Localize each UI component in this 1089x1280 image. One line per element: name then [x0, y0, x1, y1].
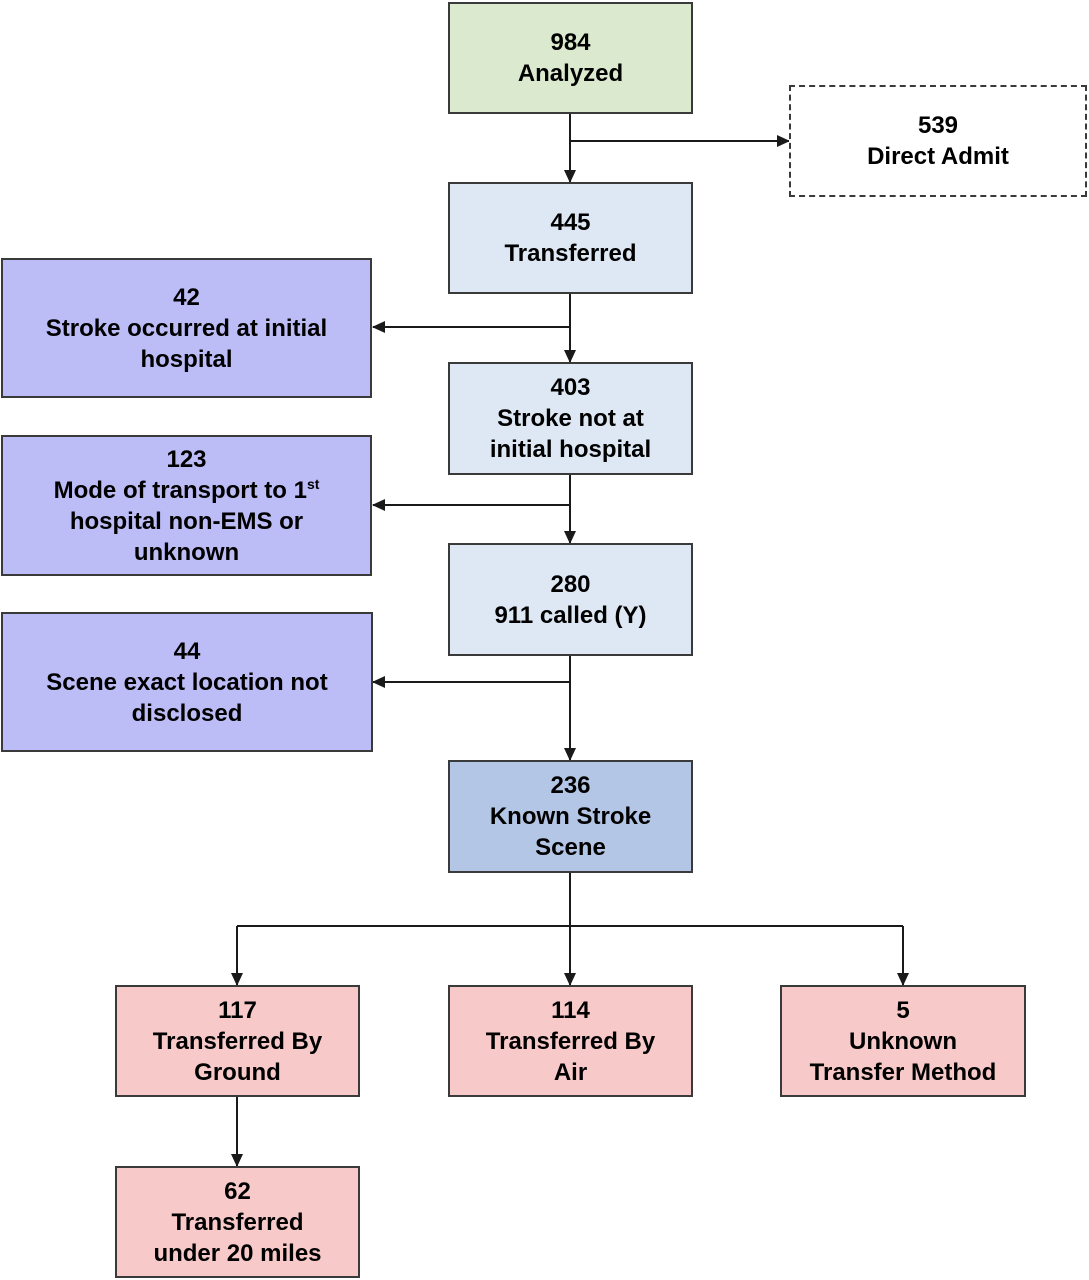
- node-unknown-method: 5 Unknown Transfer Method: [780, 985, 1026, 1097]
- node-count: 42: [173, 283, 200, 311]
- node-count: 62: [224, 1177, 251, 1205]
- superscript: st: [306, 475, 320, 492]
- node-label: Stroke not at: [497, 405, 644, 432]
- node-scene-not-disclosed: 44 Scene exact location not disclosed: [1, 612, 373, 752]
- node-transferred: 445 Transferred: [448, 182, 693, 294]
- node-count: 280: [550, 570, 591, 598]
- node-label: Transferred By: [485, 1027, 656, 1055]
- node-label: Unknown: [849, 1027, 957, 1055]
- node-label: Direct Admit: [867, 143, 1009, 170]
- node-911-called: 280 911 called (Y): [448, 543, 693, 656]
- node-label: Known Stroke: [489, 803, 652, 830]
- node-count: 114: [551, 996, 590, 1024]
- node-count: 539: [917, 112, 959, 139]
- node-air: 114 Transferred By Air: [448, 985, 693, 1097]
- node-stroke-initial: 42 Stroke occurred at initial hospital: [1, 258, 372, 398]
- node-label: initial hospital: [489, 436, 652, 463]
- node-label: Air: [553, 1058, 588, 1086]
- node-label: Scene exact location not: [46, 668, 328, 696]
- node-label: Transfer Method: [809, 1058, 997, 1086]
- node-label: Scene: [535, 834, 606, 861]
- node-stroke-not-initial: 403 Stroke not at initial hospital: [448, 362, 693, 475]
- node-count: 117: [218, 996, 257, 1024]
- node-label: hospital non-EMS or: [69, 507, 304, 535]
- node-label: Transferred: [504, 240, 637, 267]
- node-known-scene: 236 Known Stroke Scene: [448, 760, 693, 873]
- node-label: Transferred By: [152, 1027, 323, 1055]
- node-count: 445: [550, 209, 591, 236]
- node-label: unknown: [133, 538, 240, 566]
- node-count: 123: [166, 445, 207, 473]
- node-ground: 117 Transferred By Ground: [115, 985, 360, 1097]
- node-count: 5: [896, 996, 910, 1024]
- node-label: 911 called (Y): [494, 601, 647, 629]
- node-analyzed: 984 Analyzed: [448, 2, 693, 114]
- node-label: Ground: [194, 1058, 281, 1086]
- node-label: under 20 miles: [153, 1239, 322, 1267]
- node-count: 984: [550, 29, 591, 56]
- node-direct-admit: 539 Direct Admit: [789, 85, 1087, 197]
- node-count: 403: [550, 374, 591, 401]
- node-label: Stroke occurred at initial: [45, 314, 328, 342]
- node-label: disclosed: [131, 699, 243, 727]
- node-label: Transferred: [171, 1208, 304, 1236]
- node-count: 44: [173, 637, 201, 665]
- node-label: Mode of transport to 1st: [54, 475, 320, 506]
- node-under-20-miles: 62 Transferred under 20 miles: [115, 1166, 360, 1278]
- node-label-text: Mode of transport to 1: [53, 476, 307, 504]
- node-mode-transport: 123 Mode of transport to 1st hospital no…: [1, 435, 372, 576]
- node-label: hospital: [140, 345, 233, 373]
- node-count: 236: [550, 772, 591, 799]
- node-label: Analyzed: [517, 60, 624, 87]
